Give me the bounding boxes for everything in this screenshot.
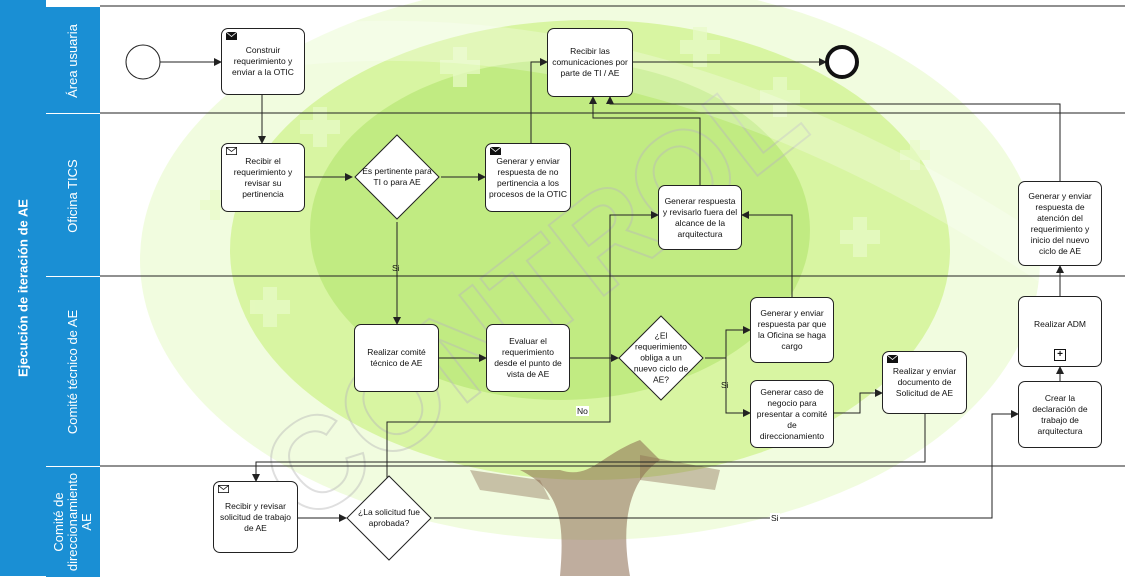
expand-plus-icon[interactable]: + xyxy=(1054,349,1066,361)
task-comite-tecnico[interactable]: Realizar comité técnico de AE xyxy=(354,324,439,392)
envelope-outline-icon xyxy=(218,485,229,493)
lane-title: Área usuaria xyxy=(65,23,80,98)
tree-cross-pattern xyxy=(200,27,930,327)
lane-header-comite-tecnico: Comité técnico de AE xyxy=(46,276,100,467)
task-label: Realizar ADM xyxy=(1034,318,1086,329)
flow-gw-casoneg xyxy=(705,357,751,417)
task-label: Generar y enviar respuesta par que la Of… xyxy=(757,308,827,351)
task-evaluar-requerimiento[interactable]: Evaluar el requerimiento desde el punto … xyxy=(486,324,570,392)
envelope-filled-icon xyxy=(226,32,237,40)
envelope-outline-icon xyxy=(226,147,237,155)
task-label: Recibir las comunicaciones por parte de … xyxy=(552,46,628,78)
task-recibir-requerimiento[interactable]: Recibir el requerimiento y revisar su pe… xyxy=(221,143,305,212)
lane-title: Comité técnico de AE xyxy=(65,309,80,435)
flow-gw-declaracion-si xyxy=(434,410,1019,519)
task-no-pertinencia[interactable]: Generar y enviar respuesta de no pertine… xyxy=(485,143,571,212)
gateway-label: ¿La solicitud fue aprobada? xyxy=(358,507,420,528)
task-label: Construir requerimiento y enviar a la OT… xyxy=(232,45,294,77)
flow-fueraalc-recibircom xyxy=(589,96,701,185)
task-label: Realizar comité técnico de AE xyxy=(367,347,426,368)
lane-title: Oficina TICS xyxy=(65,158,80,233)
task-label: Evaluar el requerimiento desde el punto … xyxy=(494,336,562,379)
gateway-label: Es pertinente para TI o para AE xyxy=(362,166,432,187)
tree-canopy-inner xyxy=(310,60,810,400)
task-label: Crear la declaración de trabajo de arqui… xyxy=(1032,392,1088,436)
gateway-diamond xyxy=(354,134,440,220)
end-event[interactable] xyxy=(825,45,859,79)
task-recibir-comunicaciones[interactable]: Recibir las comunicaciones por parte de … xyxy=(547,28,633,97)
start-event[interactable] xyxy=(125,44,161,80)
task-label: Recibir y revisar solicitud de trabajo d… xyxy=(220,500,291,533)
flow-label-no: No xyxy=(576,406,589,416)
task-revisar-solicitud[interactable]: Recibir y revisar solicitud de trabajo d… xyxy=(213,481,298,553)
gateway-label: ¿El requerimiento obliga a un nuevo cicl… xyxy=(633,330,689,385)
gateway-nuevo-ciclo[interactable]: ¿El requerimiento obliga a un nuevo cicl… xyxy=(618,315,704,401)
task-label: Generar y enviar respuesta de no pertine… xyxy=(489,155,567,199)
task-label: Generar respuesta y revisarlo fuera del … xyxy=(662,195,738,239)
flow-respoficina-fueraalc xyxy=(741,211,793,297)
task-documento-solicitud[interactable]: Realizar y enviar documento de Solicitud… xyxy=(882,351,967,414)
flow-label-si: Si xyxy=(770,513,780,523)
task-fuera-alcance[interactable]: Generar respuesta y revisarlo fuera del … xyxy=(658,185,742,250)
flow-gw-fueraalc-no xyxy=(386,211,659,480)
flow-casoneg-docsol xyxy=(834,389,883,414)
flow-nopert-recibircom xyxy=(530,58,548,143)
flow-inicio-recibircom xyxy=(606,96,1061,181)
envelope-filled-icon xyxy=(490,147,501,155)
lane-header-area-usuaria: Área usuaria xyxy=(46,6,100,114)
flow-label-si: Si xyxy=(721,380,729,390)
flow-gw-respoficina xyxy=(705,326,751,359)
task-construir-requerimiento[interactable]: Construir requerimiento y enviar a la OT… xyxy=(221,28,305,95)
envelope-filled-icon xyxy=(887,355,898,363)
subprocess-realizar-adm[interactable]: Realizar ADM + xyxy=(1018,296,1102,367)
lane-header-comite-direccionamiento: Comité de direccionamiento AE xyxy=(46,466,100,577)
gateway-solicitud-aprobada[interactable]: ¿La solicitud fue aprobada? xyxy=(346,475,432,561)
task-label: Generar y enviar respuesta de atención d… xyxy=(1028,190,1092,256)
task-declaracion-trabajo[interactable]: Crear la declaración de trabajo de arqui… xyxy=(1018,381,1102,448)
task-label: Generar caso de negocio para presentar a… xyxy=(756,386,828,441)
task-label: Realizar y enviar documento de Solicitud… xyxy=(892,366,957,398)
gateway-pertinente[interactable]: Es pertinente para TI o para AE xyxy=(354,134,440,220)
lane-title: Comité de direccionamiento AE xyxy=(51,472,94,572)
pool-header: Ejecución de iteración de AE xyxy=(0,0,46,576)
tree-branch xyxy=(640,455,720,490)
task-caso-negocio[interactable]: Generar caso de negocio para presentar a… xyxy=(750,380,834,448)
tree-branch xyxy=(470,470,550,500)
task-respuesta-oficina[interactable]: Generar y enviar respuesta par que la Of… xyxy=(750,297,834,363)
flow-label-si: Si xyxy=(392,263,400,273)
task-inicio-nuevo-ciclo[interactable]: Generar y enviar respuesta de atención d… xyxy=(1018,181,1102,266)
task-label: Recibir el requerimiento y revisar su pe… xyxy=(233,155,293,199)
tree-trunk xyxy=(520,440,660,576)
lane-header-oficina-tics: Oficina TICS xyxy=(46,113,100,277)
pool-title: Ejecución de iteración de AE xyxy=(15,199,31,377)
flow-docsol-revisarsol xyxy=(252,414,926,482)
gateway-diamond xyxy=(618,315,704,401)
gateway-diamond xyxy=(346,475,432,561)
